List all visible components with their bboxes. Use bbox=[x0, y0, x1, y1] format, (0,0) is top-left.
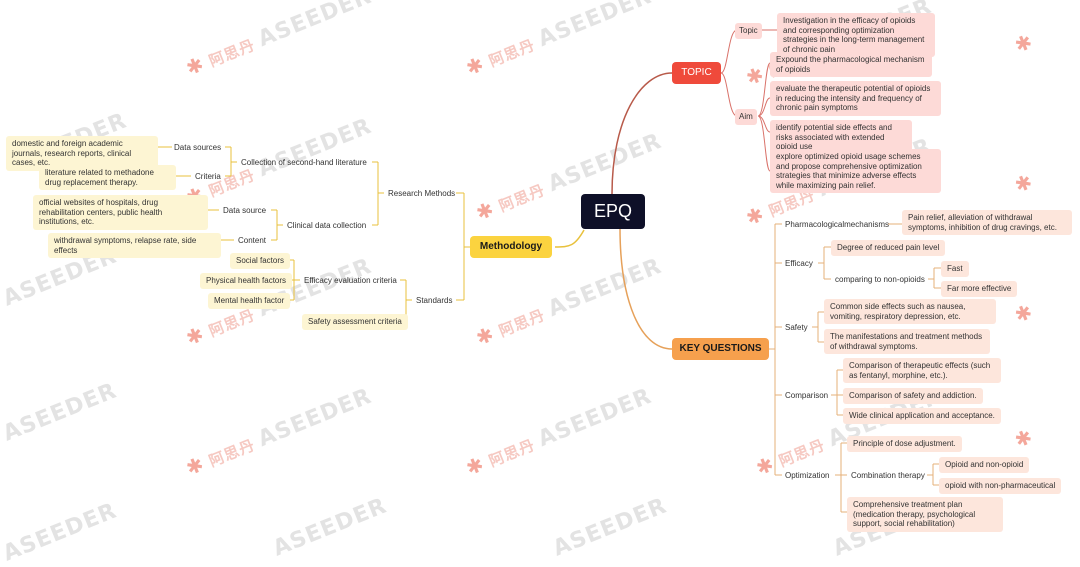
kq-pharm-text[interactable]: Pain relief, alleviation of withdrawal s… bbox=[902, 210, 1072, 236]
second-crit-label[interactable]: Criteria bbox=[195, 172, 221, 181]
kq-efficacy-degree[interactable]: Degree of reduced pain level bbox=[831, 240, 946, 256]
research-methods-node[interactable]: Research Methods bbox=[388, 189, 456, 198]
aim-item-1[interactable]: Expound the pharmacological mechanism of… bbox=[770, 52, 932, 78]
connector-combo bbox=[927, 463, 939, 486]
connector-root-topic bbox=[611, 72, 673, 195]
connector-root-meth bbox=[554, 229, 585, 248]
kq-efficacy-label[interactable]: Efficacy bbox=[785, 259, 813, 268]
second-ds-text[interactable]: domestic and foreign academic journals, … bbox=[6, 136, 158, 171]
connector-meth bbox=[456, 192, 470, 301]
clinical-node[interactable]: Clinical data collection bbox=[287, 221, 367, 230]
kq-opt-combo-1[interactable]: Opioid and non-opioid bbox=[939, 457, 1030, 473]
connector-efficacy bbox=[818, 246, 831, 280]
clinical-content-text[interactable]: withdrawal symptoms, relapse rate, side … bbox=[48, 233, 221, 259]
methodology-node[interactable]: Methodology bbox=[470, 236, 552, 258]
topic-text-node[interactable]: Investigation in the efficacy of opioids… bbox=[777, 13, 935, 58]
connector-root-kq bbox=[619, 227, 673, 350]
connector-optimization bbox=[835, 442, 847, 513]
kq-opt-combo-2[interactable]: opioid with non-pharmaceutical bbox=[939, 478, 1062, 494]
efficacy-eval-node[interactable]: Efficacy evaluation criteria bbox=[304, 276, 397, 285]
kq-opt-dose[interactable]: Principle of dose adjustment. bbox=[847, 436, 962, 452]
kq-comparison-3[interactable]: Wide clinical application and acceptance… bbox=[843, 408, 1001, 424]
connector-kq bbox=[769, 224, 776, 475]
aim-item-4[interactable]: explore optimized opioid usage schemes a… bbox=[770, 149, 941, 194]
second-ds-label[interactable]: Data sources bbox=[174, 143, 222, 152]
connector-lines bbox=[158, 29, 941, 513]
key-questions-node[interactable]: KEY QUESTIONS bbox=[672, 338, 769, 360]
kq-optimization-label[interactable]: Optimization bbox=[785, 471, 830, 480]
kq-opt-combo[interactable]: Combination therapy bbox=[851, 471, 925, 480]
aim-item-2[interactable]: evaluate the therapeutic potential of op… bbox=[770, 81, 941, 116]
clinical-content-label[interactable]: Content bbox=[238, 236, 267, 245]
connector-aims bbox=[757, 62, 771, 172]
connector-kq-children bbox=[775, 223, 782, 476]
kq-opt-comprehensive[interactable]: Comprehensive treatment plan (medication… bbox=[847, 497, 1003, 532]
second-hand-node[interactable]: Collection of second-hand literature bbox=[241, 158, 367, 167]
topic-label-node[interactable]: Topic bbox=[735, 23, 762, 39]
connector-safety bbox=[812, 311, 824, 343]
kq-safety-manif[interactable]: The manifestations and treatment methods… bbox=[824, 329, 990, 355]
kq-comparison-1[interactable]: Comparison of therapeutic effects (such … bbox=[843, 358, 1001, 384]
connector-second bbox=[225, 146, 237, 177]
root-node[interactable]: EPQ bbox=[581, 194, 645, 229]
connector-research bbox=[372, 161, 384, 226]
aim-label-node[interactable]: Aim bbox=[735, 109, 757, 125]
connector-clinical bbox=[271, 209, 283, 241]
kq-efficacy-comparing[interactable]: comparing to non-opioids bbox=[835, 275, 925, 284]
topic-node[interactable]: TOPIC bbox=[672, 62, 721, 84]
clinical-ds-text[interactable]: official websites of hospitals, drug reh… bbox=[33, 195, 208, 230]
aim-item-3[interactable]: identify potential side effects and risk… bbox=[770, 120, 912, 155]
factor-physical[interactable]: Physical health factors bbox=[200, 273, 293, 289]
kq-safety-label[interactable]: Safety bbox=[785, 323, 808, 332]
connector-comparison bbox=[831, 369, 843, 416]
connector-efficacy-eval bbox=[288, 259, 300, 301]
connector-standards bbox=[400, 279, 412, 322]
connector-comparing bbox=[928, 267, 941, 289]
connector-topic bbox=[720, 29, 738, 117]
clinical-ds-label[interactable]: Data source bbox=[223, 206, 267, 215]
standards-node[interactable]: Standards bbox=[416, 296, 453, 305]
kq-pharm-label[interactable]: Pharmacologicalmechanisms bbox=[785, 220, 890, 229]
factor-social[interactable]: Social factors bbox=[230, 253, 291, 269]
second-crit-text[interactable]: literature related to methadone drug rep… bbox=[39, 165, 176, 191]
kq-comparison-2[interactable]: Comparison of safety and addiction. bbox=[843, 388, 983, 404]
safety-eval-node[interactable]: Safety assessment criteria bbox=[302, 314, 408, 330]
kq-safety-side[interactable]: Common side effects such as nausea, vomi… bbox=[824, 299, 996, 325]
kq-efficacy-far[interactable]: Far more effective bbox=[941, 281, 1018, 297]
kq-efficacy-fast[interactable]: Fast bbox=[941, 261, 969, 277]
factor-mental[interactable]: Mental health factor bbox=[208, 293, 291, 309]
kq-comparison-label[interactable]: Comparison bbox=[785, 391, 829, 400]
